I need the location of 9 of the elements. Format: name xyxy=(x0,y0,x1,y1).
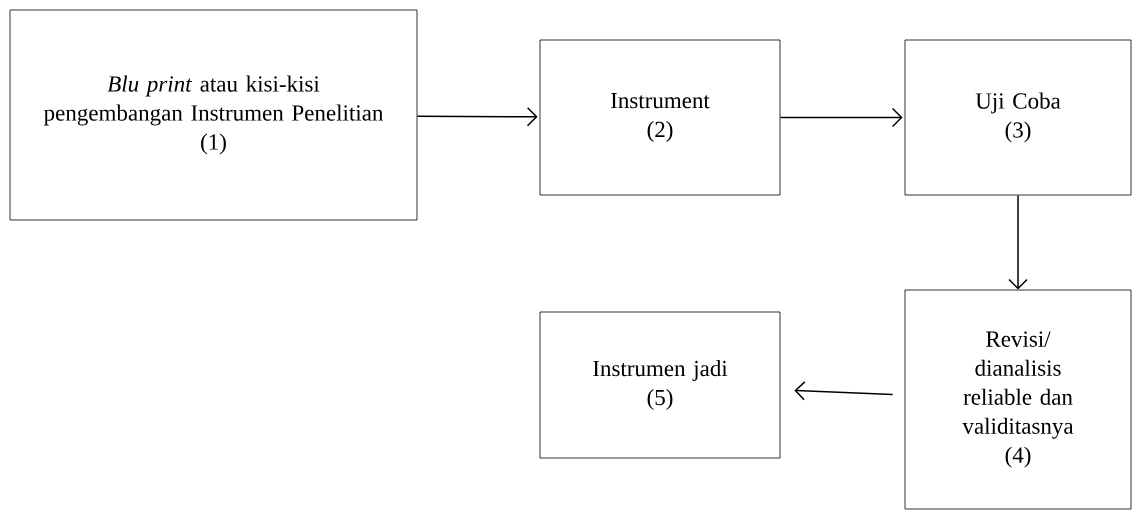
process-box: Instrumen jadi (5) xyxy=(539,311,781,459)
arrow xyxy=(779,107,903,128)
arrow xyxy=(416,107,538,127)
process-box: Instrument (2) xyxy=(539,39,781,196)
arrow xyxy=(1008,194,1028,290)
arrow xyxy=(794,381,894,401)
process-box: Uji Coba (3) xyxy=(904,39,1132,196)
process-box: Blu print atau kisi-kisi pengembangan Instrumen Penelitian (1) xyxy=(9,9,418,221)
process-box: Revisi/ dianalisis reliable dan validitasnya (4) xyxy=(904,289,1132,510)
